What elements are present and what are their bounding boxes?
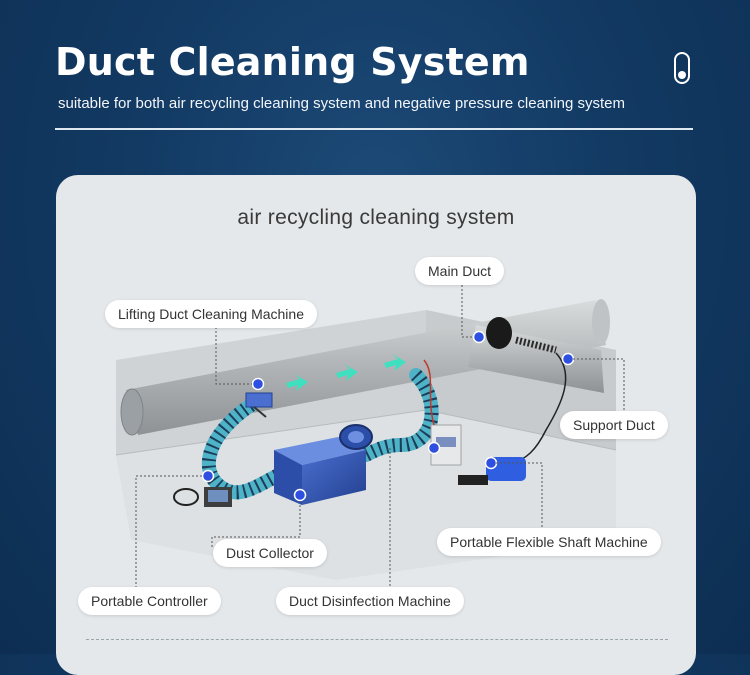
label-flexible-shaft: Portable Flexible Shaft Machine	[437, 528, 661, 556]
brush-head	[515, 336, 557, 354]
label-disinfection: Duct Disinfection Machine	[276, 587, 464, 615]
disinfection-hose	[423, 359, 435, 426]
marker-dot-support-duct	[561, 352, 575, 366]
flow-arrow-icon	[286, 374, 308, 391]
leader-main-duct	[461, 285, 474, 338]
leader-flexible-shaft	[496, 462, 543, 528]
marker-dot-main-duct	[472, 330, 486, 344]
flow-arrow-icon	[384, 354, 406, 371]
scroll-toggle-icon[interactable]	[674, 52, 690, 84]
flexible-shaft	[510, 352, 567, 464]
title-divider	[55, 128, 693, 130]
page-subtitle: suitable for both air recycling cleaning…	[58, 95, 625, 112]
leader-lines	[135, 285, 625, 587]
system-illustration	[115, 285, 625, 587]
marker-dot-portable-controller	[201, 469, 215, 483]
marker-dot-flexible-shaft	[484, 456, 498, 470]
room-edge	[115, 409, 427, 456]
hose-right	[359, 368, 439, 462]
support-duct-opening	[486, 317, 512, 349]
label-lifting-machine: Lifting Duct Cleaning Machine	[105, 300, 317, 328]
leader-support-duct	[573, 358, 625, 415]
leader-lifting-machine	[215, 327, 252, 385]
flow-arrow-icon	[336, 364, 358, 381]
dust-collector-side	[302, 450, 366, 505]
diagram-title: air recycling cleaning system	[237, 206, 515, 229]
toggle-knob	[678, 71, 686, 79]
flexible-shaft-machine-base	[458, 475, 488, 485]
portable-controller-screen	[208, 490, 228, 502]
label-portable-controller: Portable Controller	[78, 587, 221, 615]
diagram-panel: air recycling cleaning system	[56, 175, 696, 675]
marker-dot-lifting-machine	[251, 377, 265, 391]
robot-arm	[253, 406, 267, 418]
label-dust-collector: Dust Collector	[213, 539, 327, 567]
controller-cable	[173, 488, 199, 506]
leader-portable-controller	[135, 475, 202, 587]
label-main-duct: Main Duct	[415, 257, 505, 285]
marker-dot-disinfection	[427, 441, 441, 455]
room-edge	[425, 409, 617, 451]
disinfection-panel	[436, 437, 456, 447]
page-title: Duct Cleaning System	[55, 40, 530, 84]
marker-dot-dust-collector	[293, 488, 307, 502]
main-duct-opening	[120, 388, 144, 436]
label-support-duct: Support Duct	[560, 411, 668, 439]
bottom-divider	[86, 639, 668, 640]
marker-dots	[201, 330, 575, 502]
main-duct-end	[592, 299, 610, 345]
leader-dust-collector	[211, 501, 301, 549]
dust-collector-inlet	[348, 431, 364, 443]
lifting-robot	[245, 392, 273, 408]
